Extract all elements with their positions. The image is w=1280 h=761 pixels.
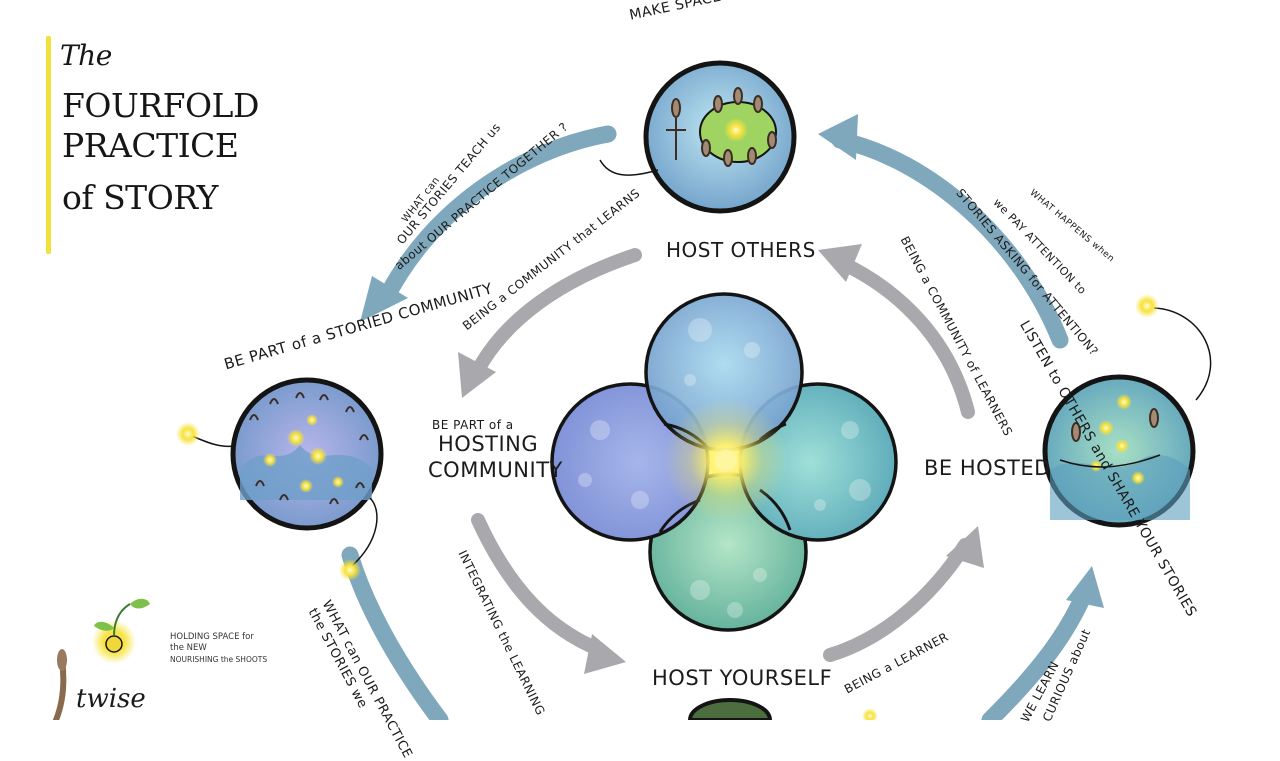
inner-arrow-top-right (833, 255, 975, 419)
circle-bottom-partial (687, 698, 773, 720)
label-host-others: HOST OTHERS (666, 238, 816, 262)
center-light (716, 450, 736, 470)
figures-left (249, 392, 369, 505)
glow-dot-right (1135, 294, 1159, 318)
quatrefoil (550, 292, 898, 632)
circle-host-stories (599, 60, 797, 214)
lights-right (1090, 394, 1145, 485)
inner-arrowhead-bottom-right (946, 526, 984, 568)
title-line-3: PRACTICE (62, 126, 239, 165)
lights-left (263, 414, 344, 493)
inner-arrowhead-bottom-left (584, 634, 626, 674)
label-community: COMMUNITY (428, 458, 563, 482)
glow-dot-left-lower (339, 559, 361, 581)
outer-arrow-bottom-left (341, 546, 449, 720)
title-accent-bar (46, 36, 51, 254)
title-line-1: The (60, 39, 112, 72)
tagline-3: NOURISHING the SHOOTS (170, 655, 268, 664)
inner-arrow-bottom-right (823, 538, 972, 662)
arrowhead-bottom-right (1066, 566, 1104, 608)
inner-arrowheads (458, 244, 984, 674)
title-line-4: of STORY (62, 178, 218, 217)
outer-arrows (341, 125, 1094, 720)
artist-signature: twise (76, 684, 146, 714)
outer-arrow-bottom-right (981, 583, 1094, 720)
circle-listen (1042, 307, 1212, 528)
label-be-hosted: BE HOSTED (924, 456, 1051, 480)
glow-dot-left (176, 422, 200, 446)
label-hosting: HOSTING (438, 432, 539, 456)
arrowhead-top-left (360, 276, 408, 322)
figures-right (1071, 408, 1159, 442)
outer-arrowheads (360, 114, 1104, 608)
sprout-icon (53, 598, 150, 720)
inner-arrow-top-left (471, 248, 642, 377)
title-line-2: FOURFOLD (62, 86, 259, 125)
circle-storied-community (191, 377, 384, 567)
inner-arrows (471, 248, 975, 662)
inner-arrowhead-top-left (458, 352, 496, 398)
diagram-canvas (53, 60, 1212, 720)
figures-top (671, 87, 777, 167)
tagline-1: HOLDING SPACE for (170, 632, 254, 642)
outer-arrow-top-right (831, 131, 1069, 349)
inner-arrow-bottom-left (471, 513, 607, 657)
label-be-part-of-a: BE PART of a (432, 418, 514, 432)
glow-dot-bottom (862, 708, 878, 720)
tagline-2: the NEW (170, 643, 207, 653)
inner-arrowhead-top-right (818, 244, 862, 282)
outer-arrow-top-left (376, 125, 617, 309)
label-host-yourself: HOST YOURSELF (652, 666, 833, 690)
bokeh (578, 318, 871, 618)
arrowhead-top-right (818, 114, 858, 160)
